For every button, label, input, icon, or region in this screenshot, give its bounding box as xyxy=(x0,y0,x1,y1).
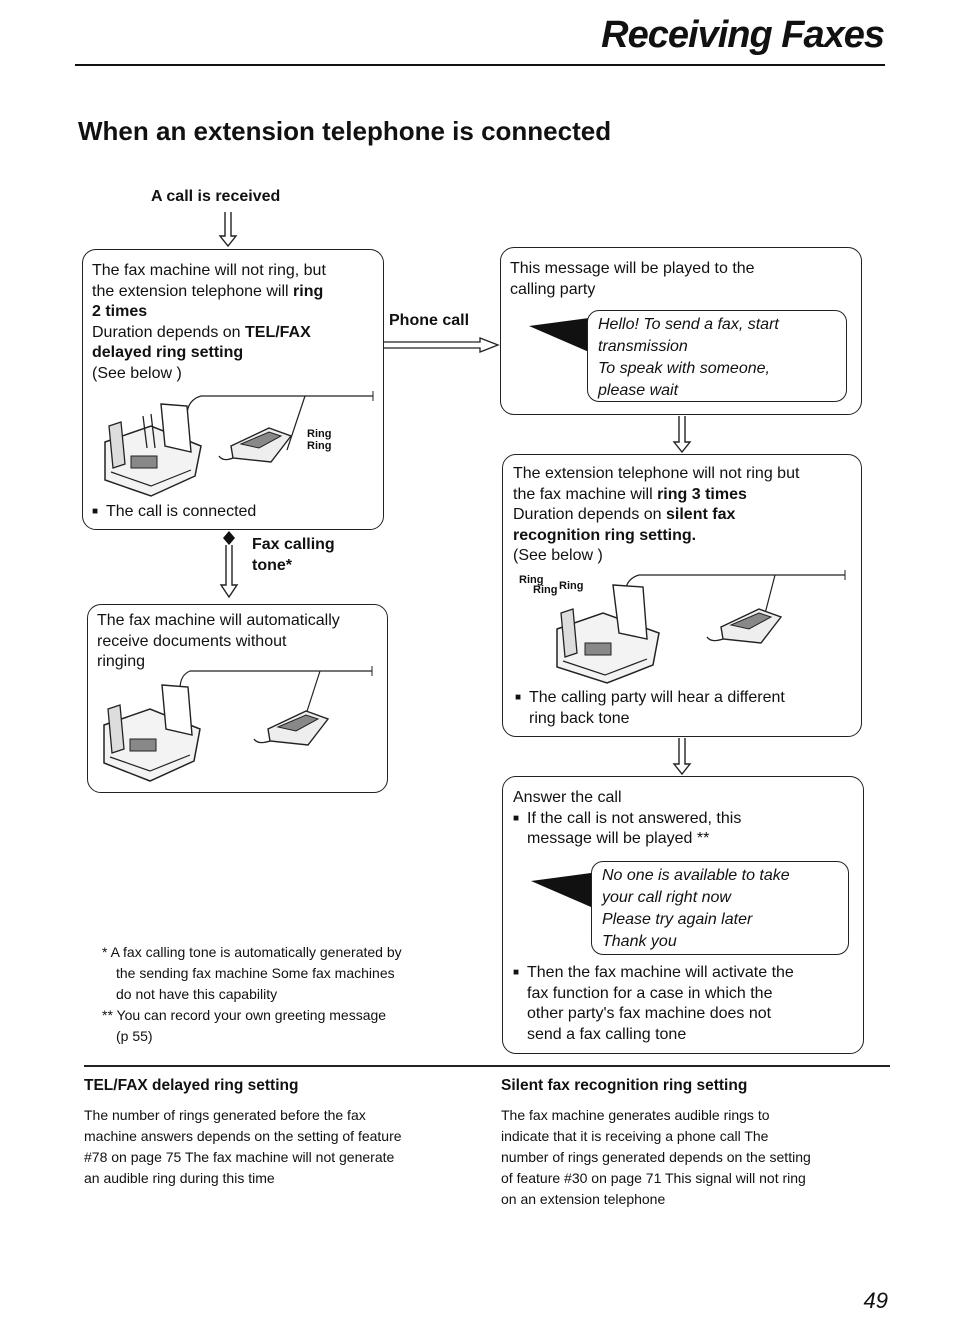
box4-line2a: the fax machine will xyxy=(513,485,658,503)
box3-message-1: Hello! To send a fax, start xyxy=(598,316,779,333)
box2-line-2: receive documents without xyxy=(97,632,287,650)
greeting-message-bubble: Hello! To send a fax, start transmission… xyxy=(587,310,847,402)
box3-message-3: To speak with someone, xyxy=(598,360,770,377)
box4-ring-2: Ring xyxy=(533,584,558,596)
box1-line3: 2 times xyxy=(92,303,148,320)
box4-bullet-2: ring back tone xyxy=(529,709,630,727)
footnote2-line1: ** You can record your own greeting mess… xyxy=(102,1007,387,1023)
footnote1-line1: * A fax calling tone is automatically ge… xyxy=(102,944,402,960)
silent-fax-heading: Silent fax recognition ring setting xyxy=(501,1077,748,1094)
box3-line-2: calling party xyxy=(510,280,596,298)
section-title: When an extension telephone is connected xyxy=(78,116,612,146)
box5-bullet1-1: If the call is not answered, this xyxy=(527,809,742,827)
tel-fax-line2: machine answers depends on the setting o… xyxy=(84,1128,402,1144)
box4-bullet-1: The calling party will hear a different xyxy=(529,689,785,706)
bullet-icon: ■ xyxy=(513,967,520,978)
box5-line1: Answer the call xyxy=(513,789,622,806)
footnote1-line3: do not have this capability xyxy=(116,986,278,1002)
box1-line2a: the extension telephone will xyxy=(92,282,294,300)
flow-box-greeting-message: This message will be played to the calli… xyxy=(500,247,862,415)
header-rule xyxy=(75,64,885,66)
box1-line1: The fax machine will not ring, but xyxy=(92,262,326,279)
box4-ring-1: Ring xyxy=(519,574,544,586)
no-answer-message-bubble: No one is available to take your call ri… xyxy=(591,861,849,955)
silent-fax-line1: The fax machine generates audible rings … xyxy=(501,1107,770,1123)
bottom-rule xyxy=(84,1065,890,1067)
tel-fax-line3: #78 on page 75 The fax machine will not … xyxy=(84,1149,395,1165)
silent-fax-recognition-section: Silent fax recognition ring setting The … xyxy=(501,1077,891,1210)
speaker-pointer-icon xyxy=(529,318,589,352)
fax-tone-down-arrow-icon xyxy=(219,531,239,599)
down-arrow-icon xyxy=(672,416,692,454)
box5-message-4: Thank you xyxy=(602,933,677,950)
box1-bullet: The call is connected xyxy=(106,503,257,520)
flow-box-auto-receive: The fax machine will automatically recei… xyxy=(87,604,388,793)
flow-box-fax-rings: The extension telephone will not ring bu… xyxy=(502,454,862,737)
tel-fax-heading: TEL/FAX delayed ring setting xyxy=(84,1077,299,1094)
speaker-pointer-icon xyxy=(531,873,591,907)
box1-ring-1: Ring xyxy=(307,428,332,440)
tel-fax-delayed-ring-section: TEL/FAX delayed ring setting The number … xyxy=(84,1077,484,1189)
fax-machine-with-extension-phone-illustration xyxy=(556,570,846,684)
flow-box-extension-rings: The fax machine will not ring, but the e… xyxy=(82,249,384,530)
box5-bullet1-2: message will be played ** xyxy=(527,830,710,847)
page-header-title: Receiving Faxes xyxy=(601,14,885,56)
box2-line-1: The fax machine will automatically xyxy=(97,612,340,629)
box1-line4b: TEL/FAX xyxy=(245,323,311,341)
box5-bullet2-3: other party's fax machine does not xyxy=(527,1005,772,1022)
start-label: A call is received xyxy=(151,188,281,205)
tel-fax-line4: an audible ring during this time xyxy=(84,1170,275,1186)
down-arrow-icon xyxy=(672,738,692,776)
box3-message-4: please wait xyxy=(598,382,679,399)
box5-message-3: Please try again later xyxy=(602,911,753,928)
box4-ring-3: Ring xyxy=(559,580,584,592)
tel-fax-line1: The number of rings generated before the… xyxy=(84,1107,366,1123)
silent-fax-line3: number of rings generated depends on the… xyxy=(501,1149,811,1165)
phone-call-label: Phone call xyxy=(389,312,470,329)
box1-line5: delayed ring setting xyxy=(92,344,244,361)
box4-line5: (See below ) xyxy=(513,547,603,564)
box5-bullet2-1: Then the fax machine will activate the xyxy=(527,964,794,981)
fax-machine-with-extension-phone-illustration xyxy=(104,391,374,497)
box5-bullet2-2: fax function for a case in which the xyxy=(527,984,773,1002)
box3-message-2: transmission xyxy=(598,338,688,355)
box1-line6: (See below ) xyxy=(92,364,182,382)
bullet-icon: ■ xyxy=(513,812,520,824)
box4-line3b: silent fax xyxy=(666,506,736,523)
fax-tone-label-2: tone* xyxy=(252,557,292,574)
box5-message-1: No one is available to take xyxy=(602,867,790,884)
footnote1-line2: the sending fax machine Some fax machine… xyxy=(116,965,395,981)
box4-line1: The extension telephone will not ring bu… xyxy=(513,465,800,482)
silent-fax-line2: indicate that it is receiving a phone ca… xyxy=(501,1128,769,1144)
box2-line-3: ringing xyxy=(97,653,146,670)
right-arrow-icon xyxy=(384,337,500,353)
box5-message-2: your call right now xyxy=(602,889,731,906)
down-arrow-icon xyxy=(218,212,238,248)
bullet-icon: ■ xyxy=(92,506,99,517)
box4-line3a: Duration depends on xyxy=(513,506,666,523)
page-number: 49 xyxy=(863,1288,888,1313)
box1-line2b: ring xyxy=(293,282,324,300)
footnote2-line2: (p 55) xyxy=(116,1028,153,1044)
footnotes: * A fax calling tone is automatically ge… xyxy=(102,942,402,1047)
fax-machine-illustration xyxy=(103,666,373,782)
box4-line2b: ring 3 times xyxy=(657,485,747,503)
flow-box-answer-call: Answer the call ■ If the call is not ans… xyxy=(502,776,864,1054)
box1-ring-2: Ring xyxy=(307,440,332,452)
box3-line-1: This message will be played to the xyxy=(510,260,755,277)
box4-line4: recognition ring setting. xyxy=(513,526,697,544)
box1-line4a: Duration depends on xyxy=(92,323,245,341)
fax-tone-label-1: Fax calling xyxy=(252,536,335,553)
silent-fax-line5: on an extension telephone xyxy=(501,1191,666,1207)
box5-bullet2-4: send a fax calling tone xyxy=(527,1025,687,1043)
silent-fax-line4: of feature #30 on page 71 This signal wi… xyxy=(501,1170,806,1186)
bullet-icon: ■ xyxy=(515,692,522,703)
